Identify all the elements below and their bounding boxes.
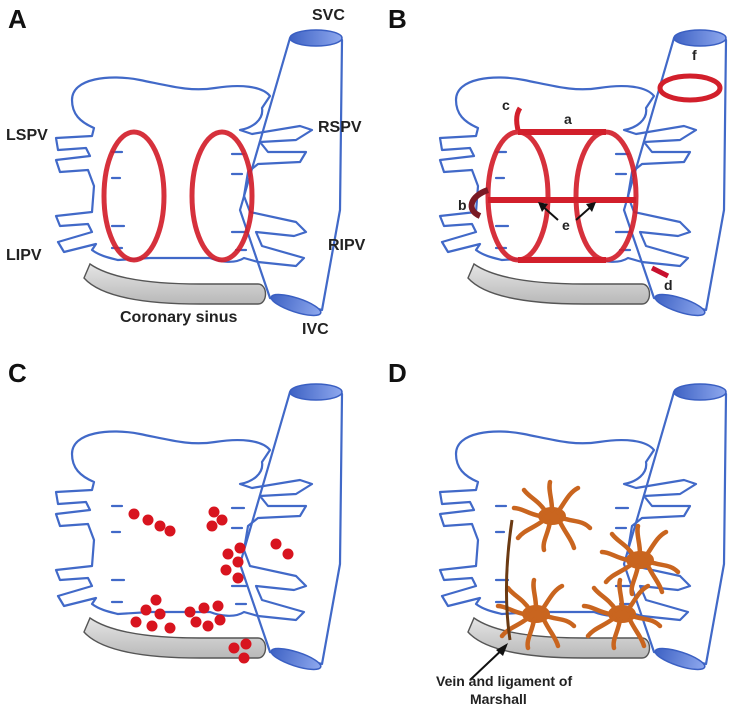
arrowhead-e-left [538, 202, 548, 212]
cfae-dot [184, 606, 196, 618]
cfae-dot [130, 616, 142, 628]
label-ripv: RIPV [328, 237, 366, 254]
label-d: d [664, 277, 673, 293]
right-pv-isolation-ring [189, 129, 255, 263]
cfae-dot [154, 520, 166, 532]
cfae-dot [202, 620, 214, 632]
label-a: a [564, 111, 572, 127]
cfae-dot [270, 538, 282, 550]
left-pv-ring-b [485, 129, 551, 263]
label-lspv: LSPV [6, 127, 48, 144]
label-e: e [562, 217, 570, 233]
panel-d: D Vein and ligament of Marshall [388, 358, 728, 707]
cfae-dot [198, 602, 210, 614]
cfae-dot [190, 616, 202, 628]
svc-isolation-ring-f [657, 73, 723, 103]
cfae-dot [150, 594, 162, 606]
panel-a-letter: A [8, 4, 27, 34]
panel-b: B a b c d e f [388, 4, 728, 321]
label-c: c [502, 97, 510, 113]
cfae-dot [208, 506, 220, 518]
left-atrium-shape-b [438, 28, 728, 321]
cfae-dot [212, 600, 224, 612]
label-svc: SVC [312, 7, 345, 24]
left-atrium-shape [54, 28, 344, 321]
panel-b-letter: B [388, 4, 407, 34]
label-ivc: IVC [302, 321, 329, 338]
cfae-sites [128, 506, 294, 664]
cfae-dot [142, 514, 154, 526]
label-rspv: RSPV [318, 119, 362, 136]
label-b: b [458, 197, 467, 213]
left-atrium-shape-d [438, 382, 728, 675]
panel-c: C [8, 358, 344, 675]
label-marshall-line2: Marshall [470, 691, 527, 707]
label-marshall-line1: Vein and ligament of [436, 673, 572, 689]
ablation-line-c [514, 106, 523, 131]
left-pv-isolation-ring [101, 129, 167, 263]
gp-superior-right [602, 526, 678, 594]
cfae-dot [238, 652, 250, 664]
ligament-of-marshall [504, 519, 514, 641]
cfae-dot [216, 514, 228, 526]
label-f: f [692, 47, 697, 63]
cfae-dot [146, 620, 158, 632]
ablation-line-d [650, 265, 670, 279]
cfae-dot [234, 542, 246, 554]
label-coronary-sinus: Coronary sinus [120, 309, 237, 326]
cfae-dot [282, 548, 294, 560]
ablation-line-b [468, 187, 490, 219]
cfae-dot [214, 614, 226, 626]
gp-superior-left [514, 482, 590, 550]
cfae-dot [228, 642, 240, 654]
left-atrium-shape-c [54, 382, 344, 675]
marshall-arrowhead [496, 643, 508, 656]
cfae-dot [232, 556, 244, 568]
label-lipv: LIPV [6, 247, 42, 264]
cfae-dot [206, 520, 218, 532]
arrowhead-e-right [586, 202, 596, 212]
cfae-dot [232, 572, 244, 584]
panel-c-letter: C [8, 358, 27, 388]
cfae-dot [128, 508, 140, 520]
cfae-dot [222, 548, 234, 560]
panel-d-letter: D [388, 358, 407, 388]
cfae-dot [220, 564, 232, 576]
cfae-dot [140, 604, 152, 616]
cfae-dot [164, 622, 176, 634]
cfae-dot [164, 525, 176, 537]
cfae-dot [154, 608, 166, 620]
cfae-dot [240, 638, 252, 650]
panel-a: A SVC LSPV RSPV LIPV RIPV Coronary sinus… [6, 4, 366, 338]
